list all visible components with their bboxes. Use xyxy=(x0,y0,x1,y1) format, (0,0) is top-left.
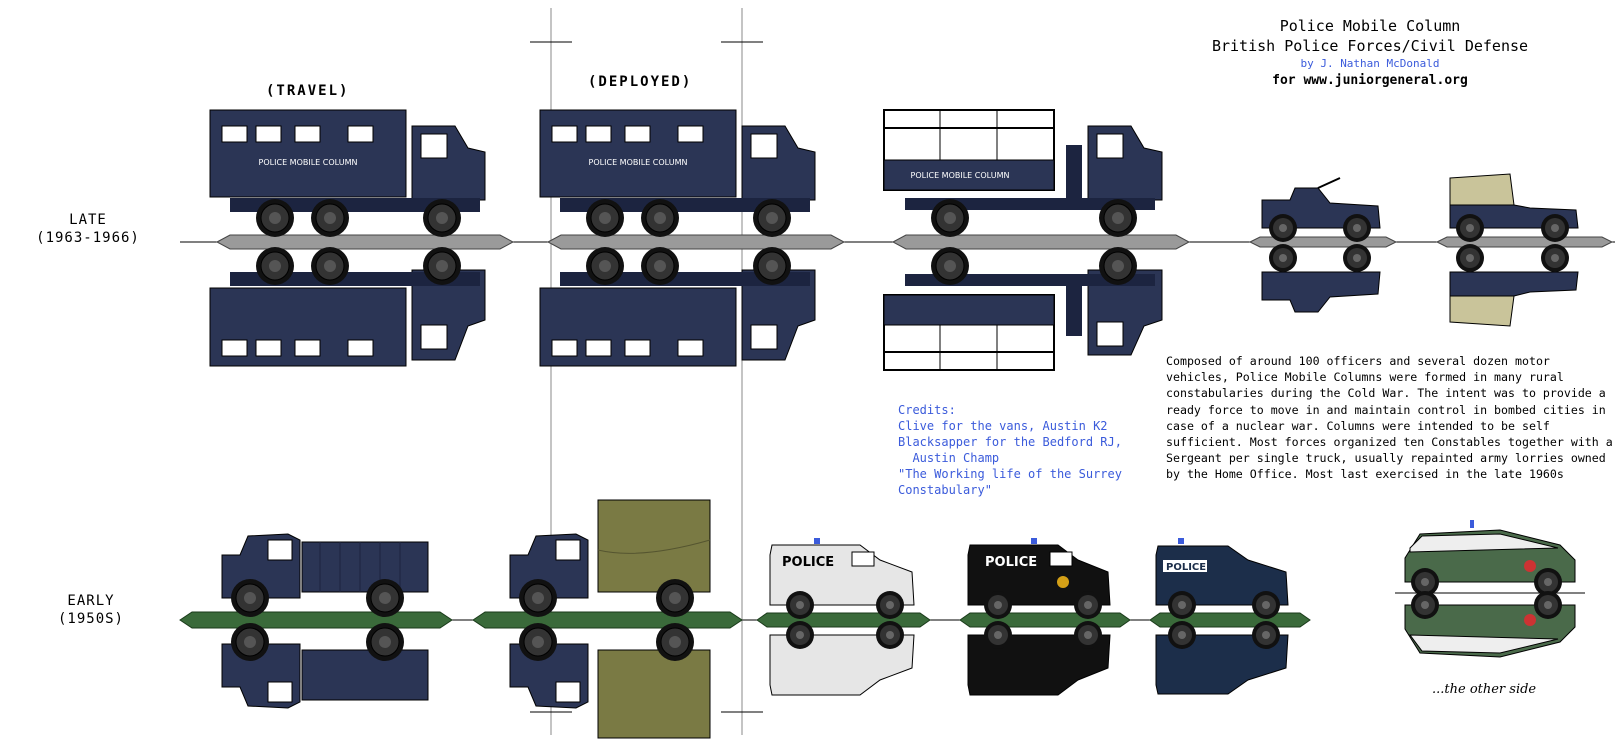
police-label: POLICE xyxy=(985,555,1037,570)
bedford-truck-travel-mirror xyxy=(209,246,486,367)
police-van-navy: POLICE xyxy=(1155,538,1289,695)
late-bases xyxy=(215,234,1614,250)
page-title: Police Mobile Column xyxy=(1279,17,1461,35)
box-label: POLICE MOBILE COLUMN xyxy=(259,158,358,167)
austin-k2-truck xyxy=(221,533,429,709)
credits-line-4: "The Working life of the Surrey xyxy=(898,467,1122,481)
credits-line-5: Constabulary" xyxy=(898,483,992,497)
travel-caption: (TRAVEL) xyxy=(266,83,350,99)
bedford-truck-deployed: POLICE MOBILE COLUMN xyxy=(539,109,816,238)
description-text: Composed of around 100 officers and seve… xyxy=(1166,354,1613,482)
late-years: (1963-1966) xyxy=(36,230,140,246)
credits-heading: Credits: xyxy=(898,403,956,417)
early-label: EARLY xyxy=(67,593,115,609)
austin-champ-open xyxy=(1261,177,1381,313)
police-van-black: POLICE xyxy=(967,538,1111,696)
police-label: POLICE xyxy=(1166,562,1206,573)
late-row-label: LATE (1963-1966) xyxy=(18,211,158,247)
other-side-caption: ...the other side xyxy=(1432,682,1537,697)
header-block: Police Mobile Column British Police Forc… xyxy=(1150,16,1590,90)
site-link[interactable]: for www.juniorgeneral.org xyxy=(1272,73,1468,88)
bedford-truck-frame-mirror xyxy=(883,246,1163,371)
credits-block: Credits: Clive for the vans, Austin K2 Bla… xyxy=(898,402,1168,498)
police-van-white: POLICE xyxy=(769,538,915,696)
box-label: POLICE MOBILE COLUMN xyxy=(589,158,688,167)
page-subtitle: British Police Forces/Civil Defense xyxy=(1211,37,1529,55)
bedford-truck-frame: POLICE MOBILE COLUMN xyxy=(883,109,1163,238)
box-label: POLICE MOBILE COLUMN xyxy=(911,171,1010,180)
credits-line-3: Austin Champ xyxy=(898,451,1000,465)
early-row-label: EARLY (1950S) xyxy=(26,592,156,628)
bedford-truck-travel: POLICE MOBILE COLUMN xyxy=(209,109,486,238)
police-label: POLICE xyxy=(782,555,834,570)
austin-k2-covered xyxy=(509,499,711,739)
austin-champ-covered xyxy=(1449,173,1579,327)
deployed-caption: (DEPLOYED) xyxy=(588,74,693,90)
late-label: LATE xyxy=(69,212,107,228)
author-credit: by J. Nathan McDonald xyxy=(1300,57,1440,70)
credits-line-1: Clive for the vans, Austin K2 xyxy=(898,419,1108,433)
police-estate-car xyxy=(1404,520,1576,658)
early-years: (1950S) xyxy=(57,611,124,627)
credits-line-2: Blacksapper for the Bedford RJ, xyxy=(898,435,1122,449)
bedford-truck-deployed-mirror xyxy=(539,246,816,367)
